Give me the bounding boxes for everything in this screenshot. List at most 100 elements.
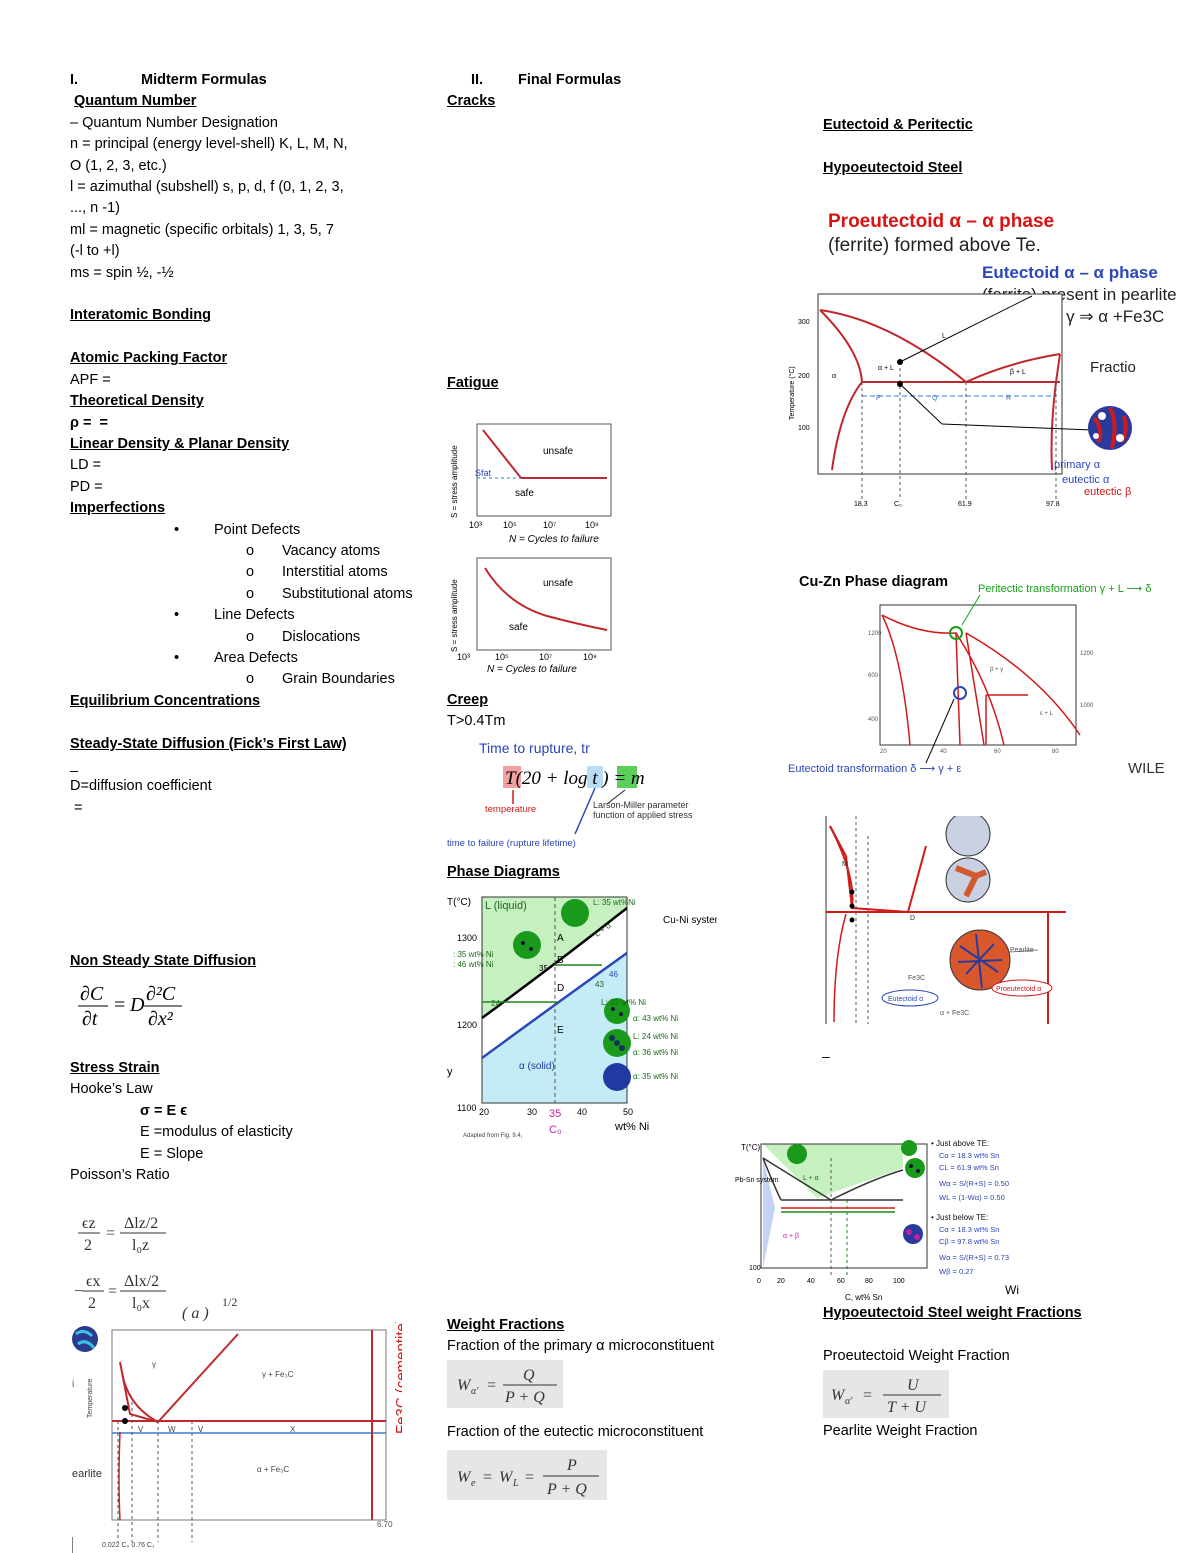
weight-fractions-title: Weight Fractions: [447, 1317, 565, 1333]
svg-text:L (liquid): L (liquid): [485, 900, 527, 912]
svg-text:M: M: [842, 861, 848, 868]
phase-title-wrap: Phase Diagrams: [447, 862, 560, 883]
svg-text:Pearlite: Pearlite: [1010, 947, 1034, 954]
nonsteady-title: Non Steady State Diffusion: [70, 953, 257, 969]
hypoeutectoid-title: Hypoeutectoid Steel: [823, 159, 963, 176]
svg-text:1300: 1300: [457, 933, 477, 943]
fatigue-title: Fatigue: [447, 375, 499, 391]
svg-text:100: 100: [798, 425, 810, 432]
density-equation: ρ = =: [70, 414, 108, 431]
svg-text:L: 32 wt% Ni: L: 32 wt% Ni: [601, 998, 646, 1007]
svg-text:WL = (1-Wα) = 0.50: WL = (1-Wα) = 0.50: [939, 1193, 1005, 1202]
svg-text:ϵx: ϵx: [86, 1273, 100, 1290]
svg-text:W: W: [168, 1425, 176, 1434]
linear-density-title: Linear Density & Planar Density: [70, 435, 290, 452]
svg-text:i: i: [72, 1379, 74, 1390]
svg-text:200: 200: [798, 373, 810, 380]
svg-text:L: 35 wt%Ni: L: 35 wt%Ni: [593, 898, 636, 907]
proeutectoid-line2: (ferrite) formed above Te.: [828, 235, 1041, 256]
svg-text:Q: Q: [523, 1367, 535, 1384]
pb-sn-lever-rule: T(°C) Pb-Sn system L + α α + β 100 0 20 …: [735, 1138, 1035, 1308]
svg-text:43: 43: [595, 980, 604, 989]
svg-text:U: U: [907, 1377, 920, 1394]
svg-text:ε + L: ε + L: [1040, 711, 1054, 717]
svg-text:=: =: [483, 1469, 492, 1486]
eutectoid-transformation: Eutectoid transformation δ ⟶ γ + ε: [788, 763, 962, 775]
svg-text:35: 35: [539, 964, 548, 973]
fatigue-title-wrap: Fatigue: [447, 373, 499, 394]
svg-text:∂t: ∂t: [82, 1008, 98, 1030]
density-title: Theoretical Density: [70, 393, 204, 410]
svg-text:N = Cycles to failure: N = Cycles to failure: [487, 664, 577, 675]
svg-text:D: D: [910, 915, 915, 922]
svg-text:=: =: [487, 1377, 496, 1394]
svg-text:35: 35: [549, 1108, 561, 1120]
svg-text:∂x²: ∂x²: [148, 1008, 174, 1030]
creep-title: Creep: [447, 692, 489, 708]
svg-text:1/2: 1/2: [222, 1295, 237, 1309]
svg-text:60: 60: [837, 1278, 845, 1285]
svg-text:β + γ: β + γ: [990, 667, 1003, 673]
svg-text:∂²C: ∂²C: [146, 983, 176, 1005]
svg-text:=: =: [525, 1469, 534, 1486]
svg-text:wt% Ni: wt% Ni: [614, 1121, 649, 1133]
hooke-title: Hooke’s Law: [70, 1081, 153, 1098]
svg-text:α′: α′: [845, 1396, 853, 1407]
svg-text:40: 40: [940, 749, 947, 755]
quantum-line: n = principal (energy level-shell) K, L,…: [70, 136, 348, 153]
svg-text:97.8: 97.8: [1046, 501, 1060, 508]
svg-text:α + β: α + β: [783, 1233, 799, 1240]
fe3c-axis-label: Fe3C (cementite): [393, 1322, 402, 1434]
svg-text:R: R: [1006, 395, 1011, 402]
svg-text:T(°C): T(°C): [447, 897, 471, 908]
svg-text:60: 60: [994, 749, 1001, 755]
svg-text:10⁵: 10⁵: [495, 652, 509, 662]
svg-text:α + L: α + L: [878, 365, 894, 372]
svg-text:α: 43 wt% Ni: α: 43 wt% Ni: [633, 1014, 678, 1023]
svg-text:α + Fe3C: α + Fe3C: [940, 1010, 969, 1017]
svg-text:γ + Fe₃C: γ + Fe₃C: [262, 1370, 294, 1379]
safe-label: safe: [515, 488, 534, 499]
svg-text:T(20 + log t ) = m: T(20 + log t ) = m: [505, 768, 645, 789]
creep-block: Creep T>0.4Tm: [447, 690, 505, 733]
svg-text:C₀: C₀: [894, 501, 902, 508]
svg-text:10⁷: 10⁷: [543, 520, 556, 530]
svg-text:e: e: [471, 1478, 476, 1489]
svg-text:C, wt% Sn: C, wt% Sn: [845, 1293, 882, 1302]
svg-text:Q: Q: [932, 395, 938, 402]
fatigue-chart-aluminum: unsafe safe S = stress amplitude 10³ 10⁵…: [447, 552, 617, 682]
svg-text:• Just above TE:: • Just above TE:: [931, 1139, 989, 1148]
svg-text:C₀: C₀: [549, 1124, 562, 1136]
quantum-line: (-l to +l): [70, 243, 120, 260]
svg-text:α′: α′: [471, 1386, 479, 1397]
wf-eutectic-label: Fraction of the eutectic microconstituen…: [447, 1424, 704, 1440]
svg-text:80: 80: [865, 1278, 873, 1285]
svg-text:=: =: [108, 1283, 117, 1300]
svg-text:• Just below TE:: • Just below TE:: [931, 1213, 988, 1222]
svg-text:0: 0: [757, 1278, 761, 1285]
svg-text:20: 20: [479, 1107, 489, 1117]
fick-second-law-equation: ∂C∂t =D ∂²C∂x²: [72, 980, 192, 1030]
svg-text:Cu-Ni system: Cu-Ni system: [663, 915, 717, 926]
quantum-title: Quantum Number: [74, 93, 197, 110]
defect-item: •Area Defects: [174, 649, 298, 666]
svg-text:B: B: [557, 955, 564, 966]
hypo-wf-block: Hypoeutectoid Steel weight Fractions Pro…: [823, 1303, 1082, 1367]
defect-item: •Point Defects: [174, 521, 301, 538]
svg-text:10⁷: 10⁷: [539, 652, 552, 662]
imperfections-title: Imperfections: [70, 500, 166, 517]
svg-text:20: 20: [777, 1278, 785, 1285]
svg-text:80: 80: [1052, 749, 1059, 755]
svg-text:Wα = S/(R+S) = 0.50: Wα = S/(R+S) = 0.50: [939, 1179, 1009, 1188]
svg-text:V: V: [198, 1425, 204, 1434]
fick-eq: =: [70, 799, 83, 816]
svg-text:20: 20: [880, 749, 887, 755]
eutectoid-block: Eutectoid & Peritectic Hypoeutectoid Ste…: [823, 115, 973, 179]
